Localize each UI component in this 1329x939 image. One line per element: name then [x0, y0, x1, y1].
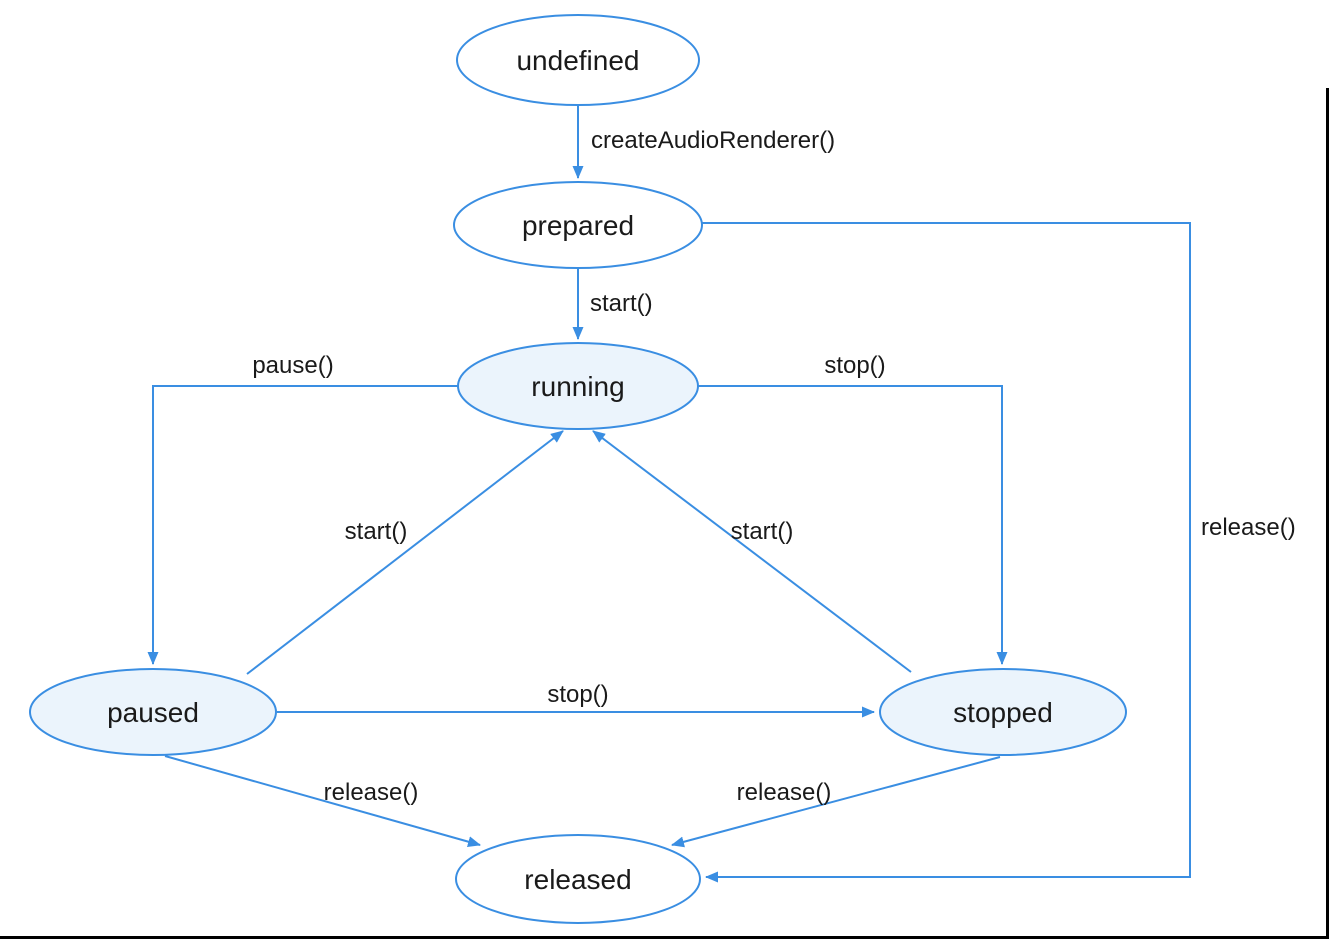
transition-label-stop-from-paused: stop() [547, 681, 608, 708]
transition-label-release-from-prepared: release() [1201, 514, 1296, 541]
state-label-stopped: stopped [953, 697, 1053, 728]
state-label-undefined: undefined [516, 45, 639, 76]
state-node-undefined [456, 14, 700, 106]
transition-arrow-paused-to-running [246, 430, 564, 675]
state-node-running [457, 342, 699, 430]
transition-label-pause-from-running: pause() [252, 352, 333, 379]
transition-label-start-from-paused: start() [345, 518, 408, 545]
transition-arrow-prepared-to-released [702, 222, 1191, 883]
transition-label-release-from-stopped: release() [737, 779, 832, 806]
transition-label-release-from-paused: release() [324, 779, 419, 806]
state-label-running: running [531, 371, 624, 402]
state-label-released: released [524, 864, 631, 895]
transition-label-create-audio-renderer: createAudioRenderer() [591, 127, 835, 154]
frame-border-right [1326, 88, 1329, 939]
transition-label-stop-from-running: stop() [824, 352, 885, 379]
state-label-paused: paused [107, 697, 199, 728]
state-node-stopped [879, 668, 1127, 756]
transition-arrow-paused-to-released [164, 755, 481, 848]
state-label-prepared: prepared [522, 210, 634, 241]
state-node-paused [29, 668, 277, 756]
transition-arrow-stopped-to-released [671, 756, 1001, 848]
transition-arrow-running-to-stopped [698, 385, 1008, 665]
transition-arrow-running-to-paused [147, 385, 458, 665]
transition-label-start-from-stopped: start() [731, 518, 794, 545]
state-node-prepared [453, 181, 703, 269]
state-node-released [455, 834, 701, 924]
transition-label-start-from-prepared: start() [590, 290, 653, 317]
frame-border-bottom [0, 936, 1329, 939]
transition-arrow-stopped-to-running [592, 430, 912, 673]
